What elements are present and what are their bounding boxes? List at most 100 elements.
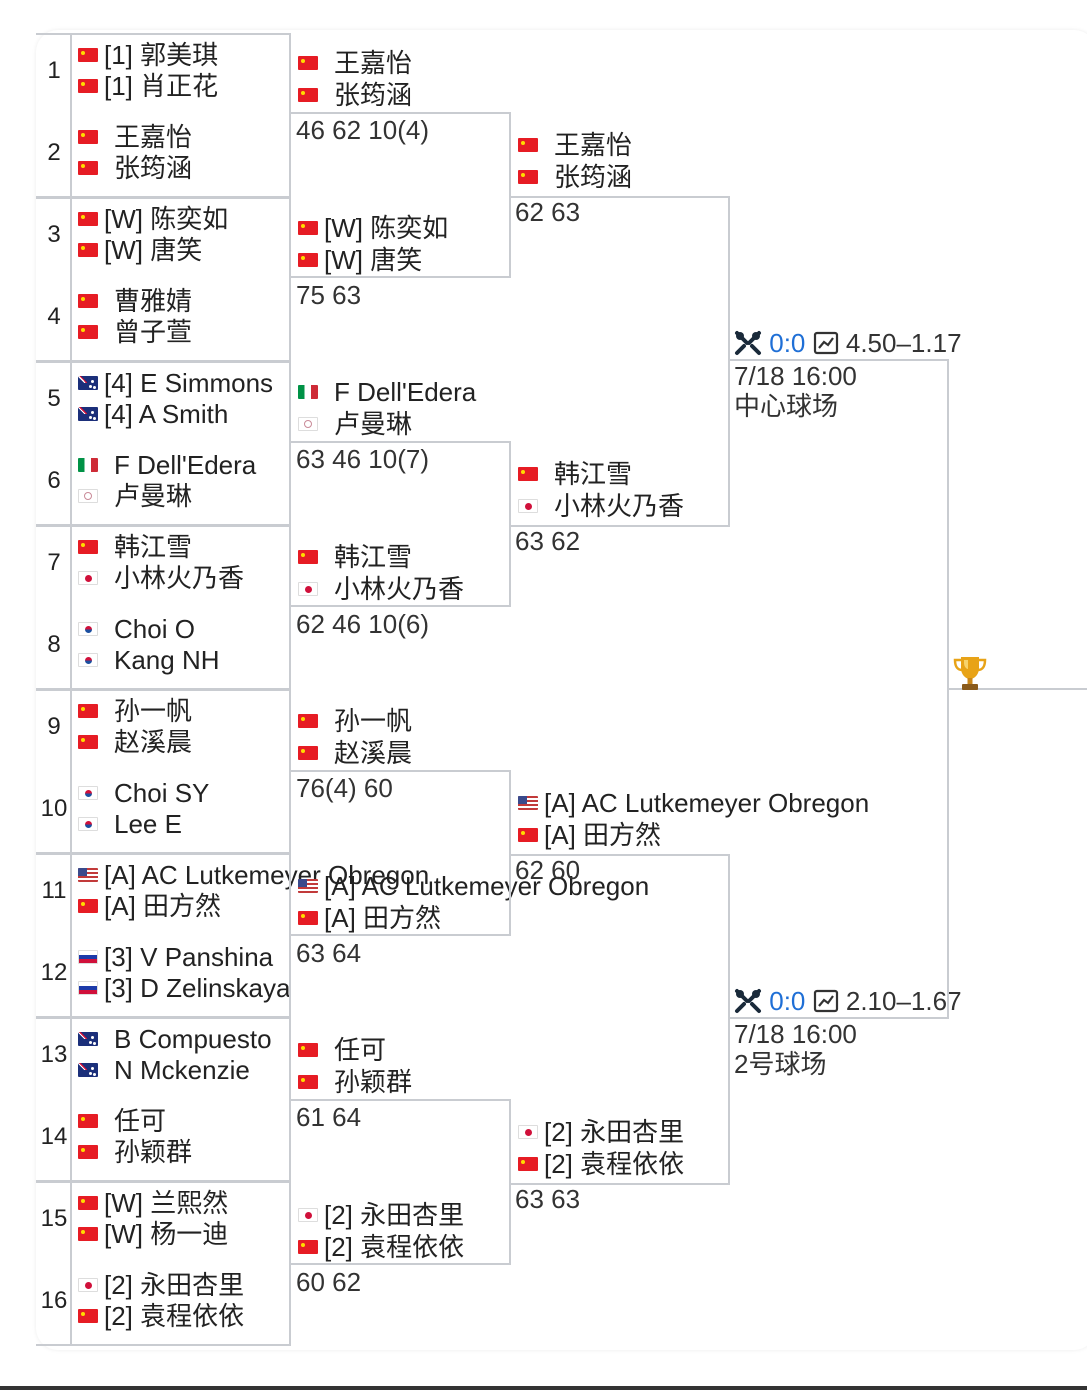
- bracket-line: [70, 361, 72, 525]
- player-name: 张筠涵: [114, 153, 193, 183]
- flag-icon: [298, 879, 318, 893]
- bracket-line: [511, 525, 729, 527]
- bracket-line: [947, 359, 949, 1019]
- bracket-line: [289, 1181, 291, 1346]
- flag-icon: [78, 704, 98, 718]
- bracket-line: [70, 1017, 72, 1181]
- seed-number: 7: [47, 549, 61, 576]
- flag-icon: [78, 571, 98, 585]
- head-to-head[interactable]: 0:0: [769, 986, 806, 1016]
- flag-icon: [518, 796, 538, 810]
- bracket-line: [509, 770, 511, 936]
- player-name: [W] 唐笑: [324, 245, 423, 275]
- player-name: 任可: [334, 1035, 387, 1065]
- player-name: [W] 唐笑: [104, 235, 203, 265]
- match-time: 7/18 16:00: [734, 1019, 857, 1049]
- odds[interactable]: 4.50–1.17: [845, 328, 962, 358]
- flag-icon: [518, 170, 538, 184]
- player-name: [2] 永田杏里: [104, 1270, 245, 1300]
- crossed-rackets-icon: [735, 331, 761, 355]
- player-name: 张筠涵: [554, 162, 633, 192]
- bracket-line: [289, 525, 291, 690]
- bracket-line: [291, 934, 510, 936]
- player-name: [3] V Panshina: [104, 942, 274, 972]
- bracket-line: [291, 770, 510, 772]
- match-court: 2号球场: [734, 1049, 827, 1079]
- bracket-line: [728, 854, 730, 1185]
- flag-icon: [78, 1114, 98, 1128]
- bracket-line: [70, 197, 72, 361]
- match-score: 63 62: [515, 526, 581, 556]
- bracket-line: [36, 197, 290, 199]
- bracket-line: [289, 1017, 291, 1182]
- semifinal-h2h-odds: 0:0 4.50–1.17: [734, 328, 962, 358]
- flag-icon: [78, 458, 98, 472]
- player-name: [2] 袁程依依: [544, 1149, 685, 1179]
- flag-icon: [78, 1227, 98, 1241]
- seed-number: 1: [47, 57, 61, 84]
- bracket-line: [36, 1344, 290, 1346]
- flag-icon: [78, 376, 98, 390]
- flag-icon: [78, 622, 98, 636]
- player-name: [1] 肖正花: [104, 71, 219, 101]
- seed-number: 10: [40, 795, 68, 822]
- head-to-head[interactable]: 0:0: [769, 328, 806, 358]
- player-name: [4] E Simmons: [104, 368, 274, 398]
- bracket-line: [728, 196, 730, 527]
- flag-icon: [78, 899, 98, 913]
- flag-icon: [78, 130, 98, 144]
- bracket-line: [289, 853, 291, 1018]
- flag-icon: [78, 48, 98, 62]
- flag-icon: [298, 88, 318, 102]
- flag-icon: [518, 138, 538, 152]
- flag-icon: [78, 243, 98, 257]
- flag-icon: [298, 746, 318, 760]
- bracket-line: [511, 854, 729, 856]
- seed-number: 11: [41, 877, 67, 904]
- player-name: [4] A Smith: [104, 399, 229, 429]
- flag-icon: [78, 1032, 98, 1046]
- match-score: 62 60: [515, 855, 581, 885]
- flag-icon: [78, 489, 98, 503]
- flag-icon: [78, 868, 98, 882]
- seed-number: 6: [47, 467, 61, 494]
- bracket-line: [291, 1099, 510, 1101]
- match-score: 75 63: [296, 280, 362, 310]
- player-name: 韩江雪: [554, 459, 633, 489]
- seed-number: 4: [47, 303, 61, 330]
- player-name: [2] 永田杏里: [324, 1200, 465, 1230]
- player-name: 孙颖群: [334, 1067, 413, 1097]
- player-name: [2] 袁程依依: [324, 1232, 465, 1262]
- player-name: [W] 杨一迪: [104, 1219, 229, 1249]
- match-score: 63 46 10(7): [296, 444, 429, 474]
- flag-icon: [298, 582, 318, 596]
- flag-icon: [78, 325, 98, 339]
- odds[interactable]: 2.10–1.67: [845, 986, 962, 1016]
- flag-icon: [78, 735, 98, 749]
- bracket-line: [70, 1181, 72, 1345]
- bracket-line: [70, 525, 72, 689]
- bracket-line: [291, 605, 510, 607]
- bracket-line: [509, 441, 511, 607]
- semifinal-h2h-odds: 0:0 2.10–1.67: [734, 986, 962, 1016]
- player-name: 韩江雪: [114, 532, 193, 562]
- player-name: [A] 田方然: [544, 820, 662, 850]
- flag-icon: [518, 1157, 538, 1171]
- player-name: [A] 田方然: [324, 903, 442, 933]
- player-name: Kang NH: [114, 645, 220, 675]
- player-name: 张筠涵: [334, 80, 413, 110]
- match-score: 76(4) 60: [296, 773, 393, 803]
- bracket-line: [291, 1263, 510, 1265]
- bracket-line: [730, 359, 948, 361]
- flag-icon: [518, 499, 538, 513]
- flag-icon: [78, 786, 98, 800]
- flag-icon: [78, 1309, 98, 1323]
- flag-icon: [78, 1145, 98, 1159]
- player-name: Choi SY: [114, 778, 210, 808]
- player-name: 孙一帆: [334, 706, 413, 736]
- bracket-line: [36, 361, 290, 363]
- player-name: 曹雅婧: [114, 286, 193, 316]
- bracket-line: [70, 33, 72, 197]
- trend-chart-icon: [813, 331, 838, 355]
- bracket-line: [289, 689, 291, 854]
